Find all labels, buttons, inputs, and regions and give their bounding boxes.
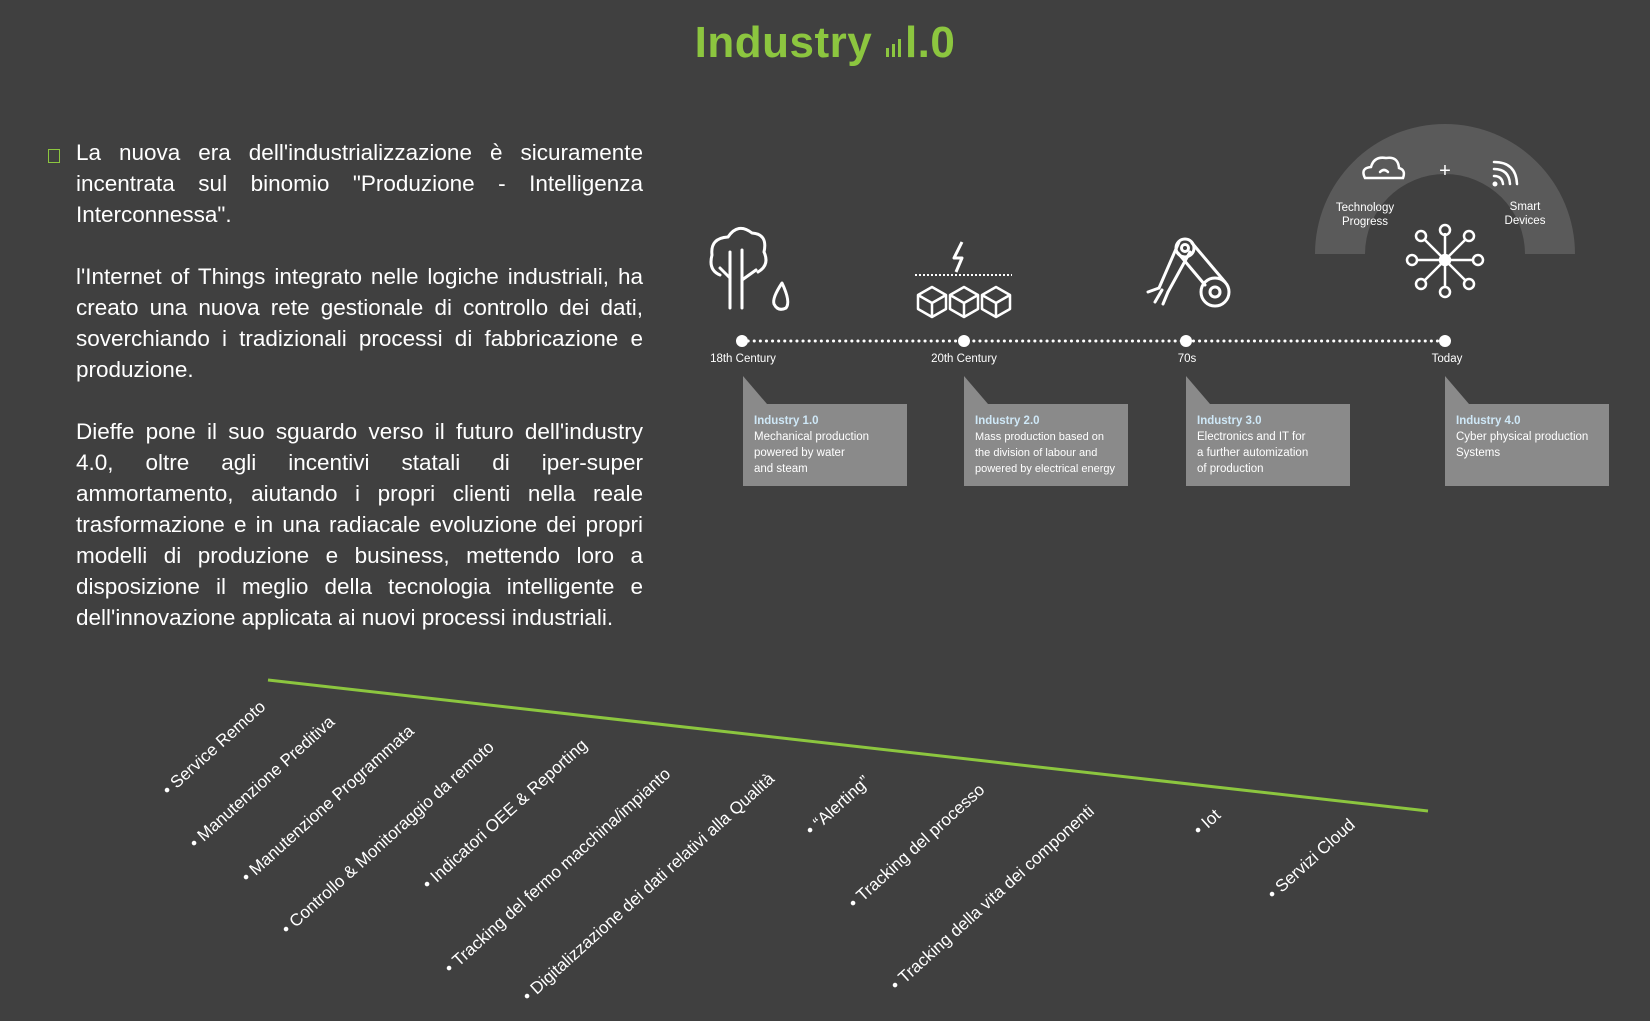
- arc-left-line-1: Technology: [1336, 202, 1394, 214]
- title-prefix: Industry: [694, 18, 885, 67]
- era-label-2: 20th Century: [931, 353, 997, 365]
- era-label-4: Today: [1432, 353, 1463, 365]
- arc-right-line-2: Devices: [1505, 215, 1546, 227]
- timeline-node-1: [736, 335, 748, 347]
- cloud-icon: [1362, 156, 1406, 180]
- stage-desc-1-line-3: and steam: [754, 463, 808, 475]
- cloud-rain-icon: [709, 226, 790, 311]
- network-icon: [1405, 223, 1485, 299]
- intro-paragraphs: La nuova era dell'industrializzazione è …: [76, 137, 643, 633]
- stage-desc-3-line-2: a further automization: [1197, 447, 1308, 459]
- plus-sign: +: [1439, 160, 1451, 182]
- feature-item: Tracking del processo: [845, 780, 989, 913]
- arc-left-line-2: Progress: [1342, 216, 1388, 228]
- feature-item: Tracking del fermo macchina/impianto: [441, 764, 675, 978]
- stage-box-4: Industry 4.0 Cyber physical production S…: [1445, 376, 1609, 486]
- stage-heading-2: Industry 2.0: [975, 415, 1040, 427]
- stage-desc-2-line-1: Mass production based on: [975, 431, 1104, 443]
- feature-item: Manutenzione Preditiva: [186, 712, 339, 853]
- timeline-node-2: [958, 335, 970, 347]
- stage-desc-4-line-1: Cyber physical production: [1456, 431, 1588, 443]
- stage-desc-1-line-2: powered by water: [754, 447, 845, 459]
- stage-desc-2-line-2: the division of labour and: [975, 447, 1097, 459]
- stage-desc-1-line-1: Mechanical production: [754, 431, 869, 443]
- arc-group: Technology Progress + Smart Devices: [1315, 124, 1575, 254]
- half-donut-arc: [1315, 124, 1575, 254]
- robot-arm-icon: [1146, 237, 1231, 308]
- stage-desc-3-line-1: Electronics and IT for: [1197, 431, 1306, 443]
- title-suffix: l.0: [904, 18, 956, 67]
- feature-item: Tracking della vita dei componenti: [887, 801, 1099, 995]
- industry-timeline: Technology Progress + Smart Devices: [700, 120, 1620, 500]
- feature-item: Indicatori OEE & Reporting: [419, 735, 592, 894]
- sloped-accent-line: [267, 678, 1429, 813]
- stage-box-3: Industry 3.0 Electronics and IT for a fu…: [1186, 376, 1350, 486]
- wifi-signal-icon: [1492, 160, 1519, 187]
- feature-item: Digitalizzazione dei dati relativi alla …: [519, 769, 779, 1006]
- stage-desc-3-line-3: of production: [1197, 463, 1264, 475]
- intro-paragraph-1: La nuova era dell'industrializzazione è …: [76, 140, 643, 227]
- stage-heading-4: Industry 4.0: [1456, 415, 1521, 427]
- era-label-1: 18th Century: [710, 353, 776, 365]
- feature-item: Service Remoto: [159, 697, 270, 800]
- intro-paragraph-3: Dieffe pone il suo sguardo verso il futu…: [76, 419, 643, 630]
- stage-box-2: Industry 2.0 Mass production based on th…: [964, 376, 1128, 486]
- intro-paragraph-2: l'Internet of Things integrato nelle log…: [76, 264, 643, 382]
- feature-item: Iot: [1190, 805, 1225, 840]
- stage-desc-4-line-2: Systems: [1456, 447, 1500, 459]
- timeline-node-3: [1180, 335, 1192, 347]
- stage-desc-2-line-3: powered by electrical energy: [975, 463, 1116, 475]
- feature-item: Controllo & Monitoraggio da remoto: [278, 737, 499, 939]
- stage-box-1: Industry 1.0 Mechanical production power…: [743, 376, 907, 486]
- signal-bars-icon: [885, 35, 905, 57]
- timeline-node-4: [1439, 335, 1451, 347]
- arc-right-line-1: Smart: [1510, 201, 1541, 213]
- intro-section: La nuova era dell'industrializzazione è …: [48, 137, 643, 664]
- feature-item: Servizi Cloud: [1264, 815, 1360, 904]
- page-title: Industry l.0: [0, 18, 1650, 68]
- square-bullet-icon: [48, 149, 60, 163]
- feature-item: “Alerting”: [802, 772, 875, 840]
- timeline-nodes: [736, 335, 1451, 347]
- stage-heading-1: Industry 1.0: [754, 415, 819, 427]
- feature-item: Manutenzione Programmata: [238, 721, 419, 887]
- boxes-lightning-icon: [915, 241, 1012, 319]
- era-label-3: 70s: [1178, 353, 1197, 365]
- stage-heading-3: Industry 3.0: [1197, 415, 1262, 427]
